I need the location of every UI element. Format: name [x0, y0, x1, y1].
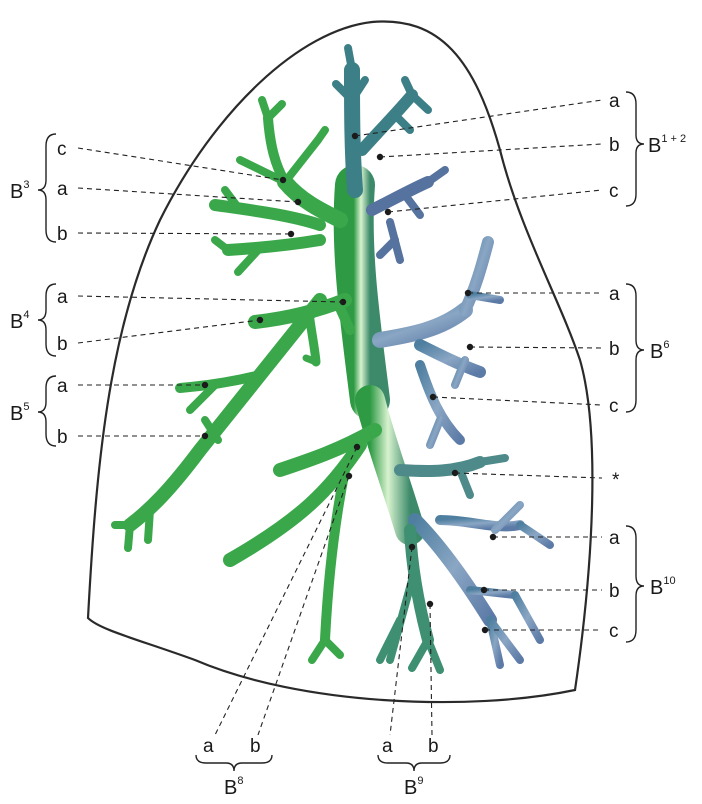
brace-b9: [378, 755, 450, 771]
label-b8-b: b: [250, 736, 261, 757]
brace-b4: [38, 284, 56, 356]
group-label-b10: B10: [650, 575, 676, 599]
label-b10-b: b: [609, 581, 620, 602]
label-b5-b: b: [57, 427, 68, 448]
brace-b5: [38, 376, 56, 446]
label-b10-a: a: [609, 528, 620, 549]
label-b4-a: a: [57, 287, 68, 308]
brace-b10: [626, 526, 644, 642]
label-b4-b: b: [57, 334, 68, 355]
main-bronchus: [354, 185, 370, 400]
label-b6-b: b: [609, 339, 620, 360]
label-b5-a: a: [57, 376, 68, 397]
brace-b12: [626, 92, 644, 206]
label-b12-b: b: [609, 135, 620, 156]
brace-b6: [626, 284, 644, 412]
label-b6-a: a: [609, 284, 620, 305]
label-b10-c: c: [609, 621, 619, 642]
label-b9-b: b: [428, 736, 439, 757]
label-b3-b: b: [57, 224, 68, 245]
label-star: *: [612, 470, 620, 491]
label-b8-a: a: [203, 736, 214, 757]
label-b3-a: a: [57, 179, 68, 200]
label-b6-c: c: [609, 396, 619, 417]
group-label-b9: B9: [404, 775, 423, 799]
label-b12-a: a: [609, 91, 620, 112]
group-label-b12: B1 + 2: [648, 133, 686, 157]
group-label-b5: B5: [10, 401, 29, 425]
group-label-b6: B6: [650, 339, 669, 363]
group-label-b3: B3: [10, 179, 29, 203]
label-b3-c: c: [57, 139, 67, 160]
brace-b8: [196, 755, 272, 771]
brace-b3: [38, 134, 56, 242]
label-b9-a: a: [382, 736, 393, 757]
label-b12-c: c: [609, 181, 619, 202]
group-label-b4: B4: [10, 309, 29, 333]
group-label-b8: B8: [224, 775, 243, 799]
